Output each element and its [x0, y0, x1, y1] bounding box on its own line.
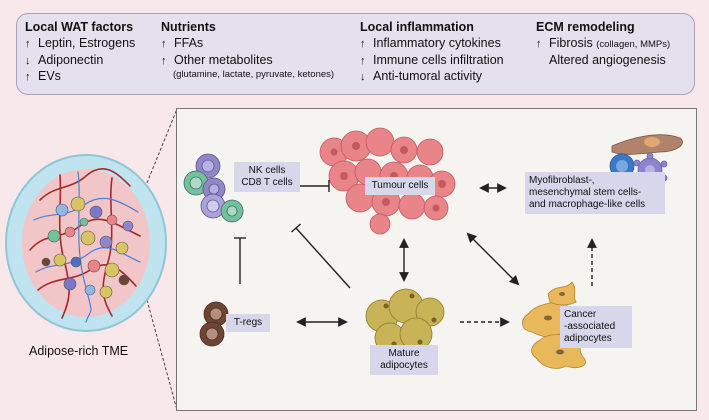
label-cancer-associated-adipocytes: Cancer -associated adipocytes — [560, 306, 632, 348]
down-arrow-icon: ↓ — [25, 54, 31, 67]
up-arrow-icon: ↑ — [536, 38, 542, 50]
column-heading: ECM remodeling — [536, 20, 635, 34]
column-ecm-remodeling: ECM remodeling ↑ Fibrosis (collagen, MMPs… — [536, 20, 670, 68]
mature-adipocytes-icon — [365, 288, 445, 354]
tregs-icon — [199, 301, 229, 347]
factor-row: ↑ Leptin, Estrogens — [25, 36, 135, 53]
factor-text: Leptin, Estrogens — [38, 36, 136, 50]
factor-row: Altered angiogenesis — [536, 53, 670, 69]
connector-lines — [234, 180, 597, 327]
factor-note: (collagen, MMPs) — [596, 39, 671, 50]
label-myofibroblast-cells: Myofibroblast-, mesenchymal stem cells- … — [525, 172, 665, 214]
nk-cd8-cells-icon — [183, 153, 244, 223]
column-heading: Local inflammation — [360, 20, 474, 34]
label-line: adipocytes — [564, 333, 612, 344]
adipose-tissue-icon — [5, 154, 167, 332]
up-arrow-icon: ↑ — [25, 71, 31, 83]
factor-row: ↑ Immune cells infiltration — [360, 53, 504, 70]
label-line: Myofibroblast-, — [529, 175, 595, 186]
label-line: Mature — [388, 348, 420, 359]
factor-row: ↓ Anti-tumoral activity — [360, 69, 504, 86]
up-arrow-icon: ↑ — [25, 38, 31, 50]
factor-text: FFAs — [174, 36, 204, 50]
up-arrow-icon: ↑ — [360, 38, 366, 50]
up-arrow-icon: ↑ — [161, 38, 167, 50]
label-tumour-cells: Tumour cells — [365, 177, 435, 195]
label-nk-cd8-cells: NK cells CD8 T cells — [234, 162, 300, 192]
factor-row: ↑ EVs — [25, 69, 135, 86]
factor-note: (glutamine, lactate, pyruvate, ketones) — [173, 69, 335, 80]
factor-text: Fibrosis — [549, 36, 593, 50]
column-local-inflammation: Local inflammation ↑ Inflammatory cytokin… — [360, 20, 504, 86]
factor-text: Immune cells infiltration — [373, 52, 504, 67]
factor-row: ↓ Adiponectin — [25, 53, 135, 70]
label-line: adipocytes — [380, 360, 428, 371]
factor-text: Inflammatory cytokines — [373, 36, 501, 50]
label-line: NK cells — [248, 165, 286, 176]
down-arrow-icon: ↓ — [360, 71, 366, 83]
factor-row: ↑ FFAs — [161, 36, 334, 53]
label-mature-adipocytes: Mature adipocytes — [370, 345, 438, 375]
factor-text: Adiponectin — [38, 52, 104, 67]
label-line: Tumour cells — [371, 180, 429, 191]
tme-caption: Adipose-rich TME — [29, 344, 129, 358]
zoom-line-top — [146, 108, 178, 184]
column-nutrients: Nutrients ↑ FFAs ↑ Other metabolites (glut… — [161, 20, 334, 80]
up-arrow-icon: ↑ — [360, 54, 366, 67]
factor-text: Altered angiogenesis — [549, 52, 666, 67]
factor-row: ↑ Other metabolites — [161, 53, 334, 70]
column-heading: Local WAT factors — [25, 20, 134, 34]
label-line: mesenchymal stem cells- — [529, 187, 642, 198]
label-line: and macrophage-like cells — [529, 199, 646, 210]
arrow-tumour-caa — [466, 232, 520, 286]
factors-panel: Local WAT factors ↑ Leptin, Estrogens ↓ Ad… — [16, 13, 695, 95]
factor-row: ↑ Fibrosis (collagen, MMPs) — [536, 36, 670, 53]
up-arrow-icon: ↑ — [161, 54, 167, 67]
zoom-line-bottom — [146, 299, 178, 411]
factor-text: EVs — [38, 69, 61, 83]
label-line: T-regs — [233, 317, 263, 328]
column-local-wat-factors: Local WAT factors ↑ Leptin, Estrogens ↓ Ad… — [25, 20, 135, 86]
factor-text: Anti-tumoral activity — [373, 69, 483, 83]
label-line: -associated — [564, 321, 616, 332]
label-tregs: T-regs — [226, 314, 270, 332]
factor-text: Other metabolites — [174, 52, 273, 67]
inhibition-adipocyte-nk — [295, 227, 351, 289]
factor-row: ↑ Inflammatory cytokines — [360, 36, 504, 53]
label-line: CD8 T cells — [241, 177, 293, 188]
label-line: Cancer — [564, 309, 597, 320]
column-heading: Nutrients — [161, 20, 216, 34]
